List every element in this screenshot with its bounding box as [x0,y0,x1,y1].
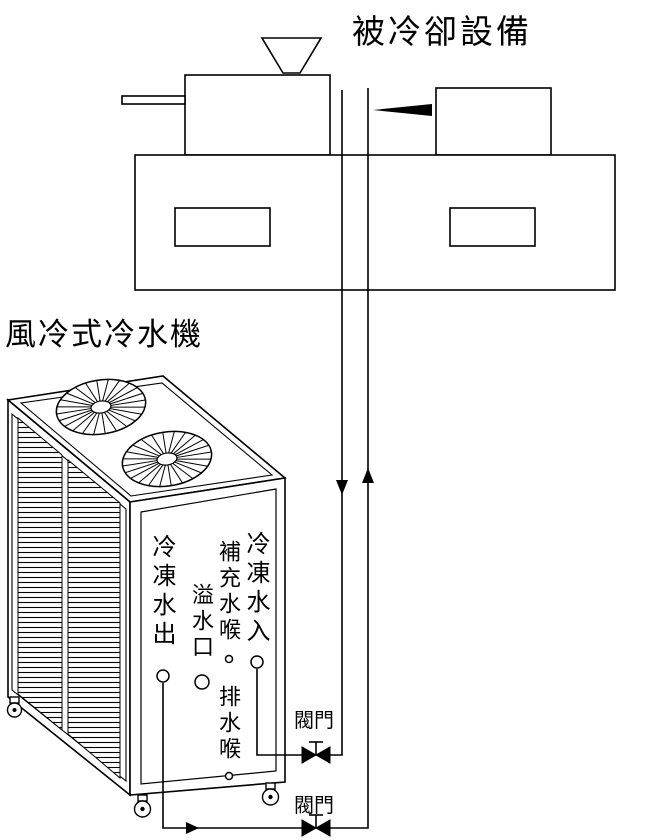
pipes [162,88,369,829]
valve-label-2: 閥門 [294,795,334,817]
caster-icon [261,782,280,806]
label-chilled-water-in: 冷凍水入 [242,531,268,647]
base-window-left [174,207,271,247]
caster-icon [6,696,23,718]
equipment-right-box [435,87,552,156]
chiller-title: 風冷式冷水機 [5,317,203,352]
valve-icon [301,741,331,764]
equipment-title: 被冷卻設備 [352,15,532,51]
pipe-return-line [256,90,343,756]
flow-arrow-up-icon [362,468,374,483]
chiller-front-panel [140,488,277,785]
port-chilled-water-out [156,669,170,683]
flow-arrows [186,468,374,834]
label-makeup-water-hose: 補充水喉 [216,540,241,644]
equipment-drawing [121,37,616,291]
chiller-drawing [6,372,287,818]
caster-icon [133,794,152,818]
valve-label-1: 閥門 [294,710,334,732]
port-makeup-hose [224,654,234,664]
port-overflow [194,674,210,690]
port-drain-hose [224,771,234,781]
equipment-head-box [184,74,331,156]
port-chilled-water-in [250,655,264,669]
nozzle-arrow-icon [373,104,432,116]
pipe-supply-line [162,88,369,829]
valve-icon [301,814,331,837]
vent-grille-left [17,416,63,732]
chiller-top-face-inner [19,382,274,497]
ports [156,654,264,781]
label-chilled-water-out: 冷凍水出 [148,534,174,650]
hopper-icon [260,37,323,74]
vent-grille-right [67,458,121,780]
chiller-front-face [129,477,286,796]
label-overflow-port: 溢水口 [189,583,214,661]
flow-arrow-down-icon [336,480,348,495]
equipment-side-rod [121,95,186,105]
base-window-right [449,207,536,247]
flow-arrow-right-icon [186,822,199,834]
label-drain-hose: 排水喉 [216,685,241,763]
